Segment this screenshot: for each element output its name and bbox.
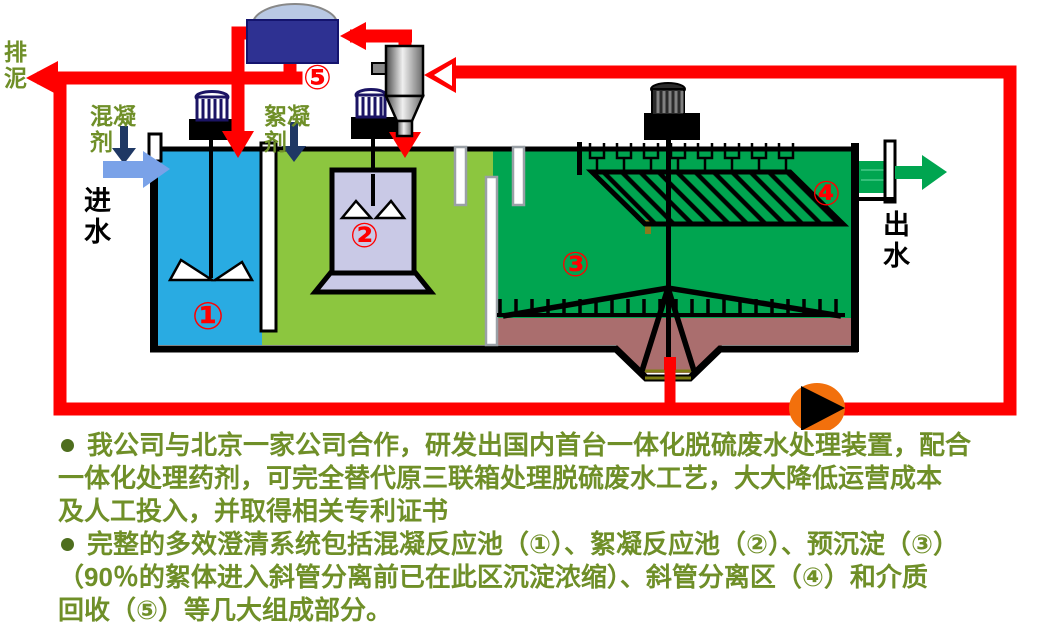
mixer-2-motor-base	[351, 117, 399, 139]
bullet-2-line-1: 完整的多效澄清系统包括混凝反应池（①）、絮凝反应池（②）、预沉淀（③）	[58, 528, 1033, 561]
bullet-1-line-3: 及人工投入，并取得相关专利证书	[58, 496, 449, 526]
coagulant-arrow-shaft	[120, 126, 128, 150]
drive-motor-base	[644, 113, 700, 140]
mixer-1-motor-base	[189, 119, 235, 140]
cyclone-overflow-arrow	[340, 22, 366, 50]
bullet-1-line-2: 一体化处理药剂，可完全替代原三联箱处理脱硫废水工艺，大大降低运营成本	[58, 463, 943, 493]
recycle-loop-pipe	[53, 65, 1017, 416]
baffle-short-right	[511, 145, 526, 207]
outlet-arrow-head	[922, 155, 947, 190]
tag-flocculation-tank: ②	[350, 216, 379, 256]
tank-left-wall	[150, 143, 158, 352]
inlet-arrow-shaft	[103, 161, 143, 178]
tag-coagulation-tank: ①	[192, 293, 225, 338]
scraper-arms	[502, 278, 842, 375]
mixer-2-motor-fins	[361, 97, 383, 117]
launder-end-plate	[577, 142, 582, 175]
process-diagram	[26, 3, 1017, 430]
mixer-2-shaft-inner	[371, 174, 375, 206]
mixer-2-blade-right	[373, 199, 407, 220]
divider-baffle-long	[484, 175, 499, 347]
label-sludge-discharge: 排 泥	[4, 39, 27, 91]
recovery-unit-body	[246, 19, 339, 64]
recycle-pump	[424, 57, 845, 430]
tag-tube-settler-zone: ④	[812, 174, 841, 214]
tank-right-wall	[851, 143, 859, 352]
bullet-1-line-1: 我公司与北京一家公司合作，研发出国内首台一体化脱硫废水处理装置，配合	[58, 429, 1033, 462]
mixer-2	[309, 88, 437, 295]
tag-presettling-zone: ③	[561, 245, 590, 285]
sludge-discharge-arrow	[26, 61, 58, 95]
mixer-1-blade-right	[210, 260, 255, 282]
baffle-short-left	[453, 145, 468, 207]
cyclone-side-nozzle	[371, 62, 387, 75]
inlet-arrow-head	[143, 151, 170, 188]
mixer-2-blade-left	[339, 199, 374, 220]
mixer-1-blade-left	[167, 258, 217, 282]
label-coagulant: 混凝 剂	[90, 103, 136, 155]
red-piping	[26, 22, 1017, 416]
clarifier-internals	[497, 82, 850, 375]
media-recovery-unit	[246, 3, 339, 64]
baffle-tank1-tank2	[259, 141, 278, 333]
label-inlet: 进 水	[84, 186, 111, 248]
outlet-weir	[851, 139, 947, 204]
description-text: 我公司与北京一家公司合作，研发出国内首台一体化脱硫废水处理装置，配合 一体化处理…	[58, 429, 1033, 627]
media-return-arrow	[222, 131, 254, 158]
label-flocculant: 絮凝 剂	[264, 103, 310, 155]
mixer-1-motor-fins	[201, 99, 223, 119]
hydrocyclone	[371, 44, 425, 138]
pump-impeller-icon	[801, 386, 845, 430]
mixer-1-shaft	[209, 138, 213, 278]
scraper-shaft	[666, 140, 671, 358]
bullet-2-line-3: 回收（⑤）等几大组成部分。	[58, 595, 393, 625]
bullet-icon	[61, 438, 74, 452]
flocculant-arrow-head	[282, 146, 306, 162]
outlet-wall-stub	[883, 139, 897, 204]
dosing-arrows	[103, 122, 306, 188]
drive-motor-fins	[656, 91, 684, 113]
bullet-icon	[61, 537, 74, 551]
mixer-1	[167, 90, 255, 282]
tank-floor-hopper	[150, 345, 858, 382]
label-outlet: 出 水	[883, 210, 910, 272]
outlet-arrow-shaft	[895, 166, 922, 179]
outlet-channel-water	[859, 161, 886, 193]
tag-media-recovery: ⑤	[303, 58, 332, 98]
coagulant-arrow-head	[112, 148, 136, 164]
loop-arrow-inner	[434, 64, 452, 86]
cyclone-spigot	[395, 119, 414, 138]
cyclone-body	[384, 44, 425, 98]
sludge-layer	[493, 318, 851, 373]
level-mark	[645, 220, 651, 234]
bullet-2-line-2: （90％的絮体进入斜管分离前已在此区沉淀浓缩）、斜管分离区（④）和介质	[58, 562, 928, 592]
inclined-tube-settler	[585, 169, 850, 227]
cyclone-underflow-arrow	[389, 132, 421, 158]
collection-launders	[584, 142, 801, 173]
flocculant-arrow-shaft	[290, 122, 298, 148]
